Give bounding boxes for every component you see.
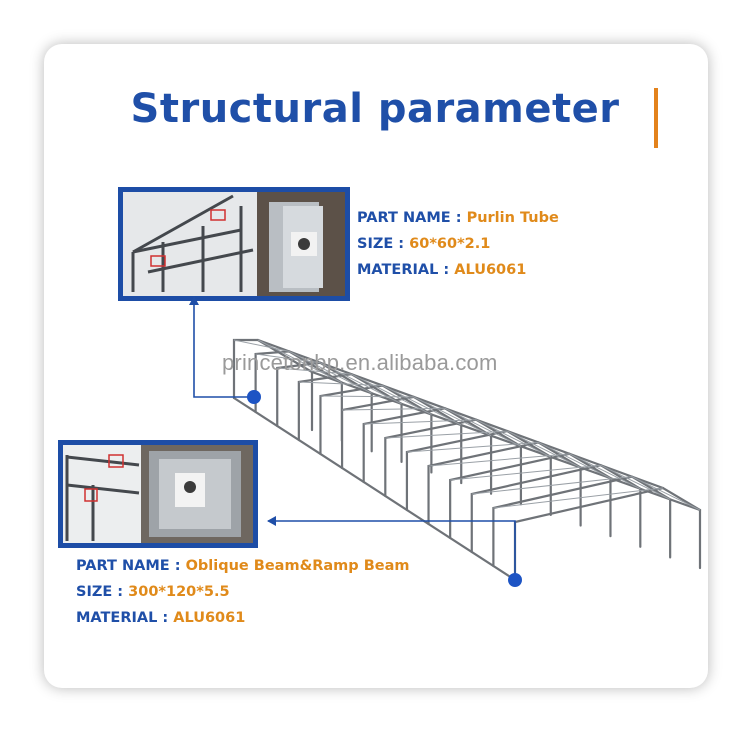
tent-brace xyxy=(342,407,445,411)
watermark-text: princetonbp.en.alibaba.com xyxy=(222,350,498,375)
tent-brace xyxy=(631,476,701,511)
beam-detail-photo xyxy=(58,440,258,548)
tent-brace xyxy=(538,442,611,479)
tent-brace xyxy=(385,430,508,439)
tent-brace xyxy=(413,396,492,437)
tent-brace xyxy=(298,381,383,387)
tent-brace xyxy=(428,453,570,467)
purlin-marker-dot xyxy=(247,390,261,404)
tent-brace xyxy=(406,441,539,453)
purlin-spec-block: PART NAME : Purlin Tube SIZE : 60*60*2.1… xyxy=(357,205,559,283)
tent-brace xyxy=(363,419,477,425)
tent-brace xyxy=(450,464,601,481)
tent-brace xyxy=(507,430,581,468)
purlin-part-name-row: PART NAME : Purlin Tube xyxy=(357,210,559,226)
tent-brace xyxy=(277,367,352,375)
tent-brace xyxy=(233,339,290,352)
tent-brace xyxy=(569,453,641,490)
beam-spec-block: PART NAME : Oblique Beam&Ramp Beam SIZE … xyxy=(76,553,409,631)
tent-brace xyxy=(257,339,343,384)
purlin-material-row: MATERIAL : ALU6061 xyxy=(357,262,527,278)
beam-part-name-row: PART NAME : Oblique Beam&Ramp Beam xyxy=(76,558,410,574)
purlin-size-row: SIZE : 60*60*2.1 xyxy=(357,236,491,252)
purlin-frame-image xyxy=(123,192,345,296)
tent-brace xyxy=(444,407,522,447)
beam-frame-image xyxy=(63,445,253,543)
purlin-detail-photo xyxy=(118,187,350,301)
tent-brace xyxy=(382,385,462,426)
page-title: Structural parameter xyxy=(130,86,620,132)
beam-size-row: SIZE : 300*120*5.5 xyxy=(76,584,230,600)
tent-brace xyxy=(493,487,664,509)
tent-brace xyxy=(471,476,632,495)
beam-material-row: MATERIAL : ALU6061 xyxy=(76,610,246,626)
beam-marker-dot xyxy=(508,573,522,587)
tent-brace xyxy=(320,395,414,398)
tent-brace xyxy=(600,464,671,500)
tent-brace xyxy=(351,373,432,415)
content-card xyxy=(44,44,708,688)
tent-brace xyxy=(475,419,551,458)
title-accent-bar xyxy=(654,88,658,148)
